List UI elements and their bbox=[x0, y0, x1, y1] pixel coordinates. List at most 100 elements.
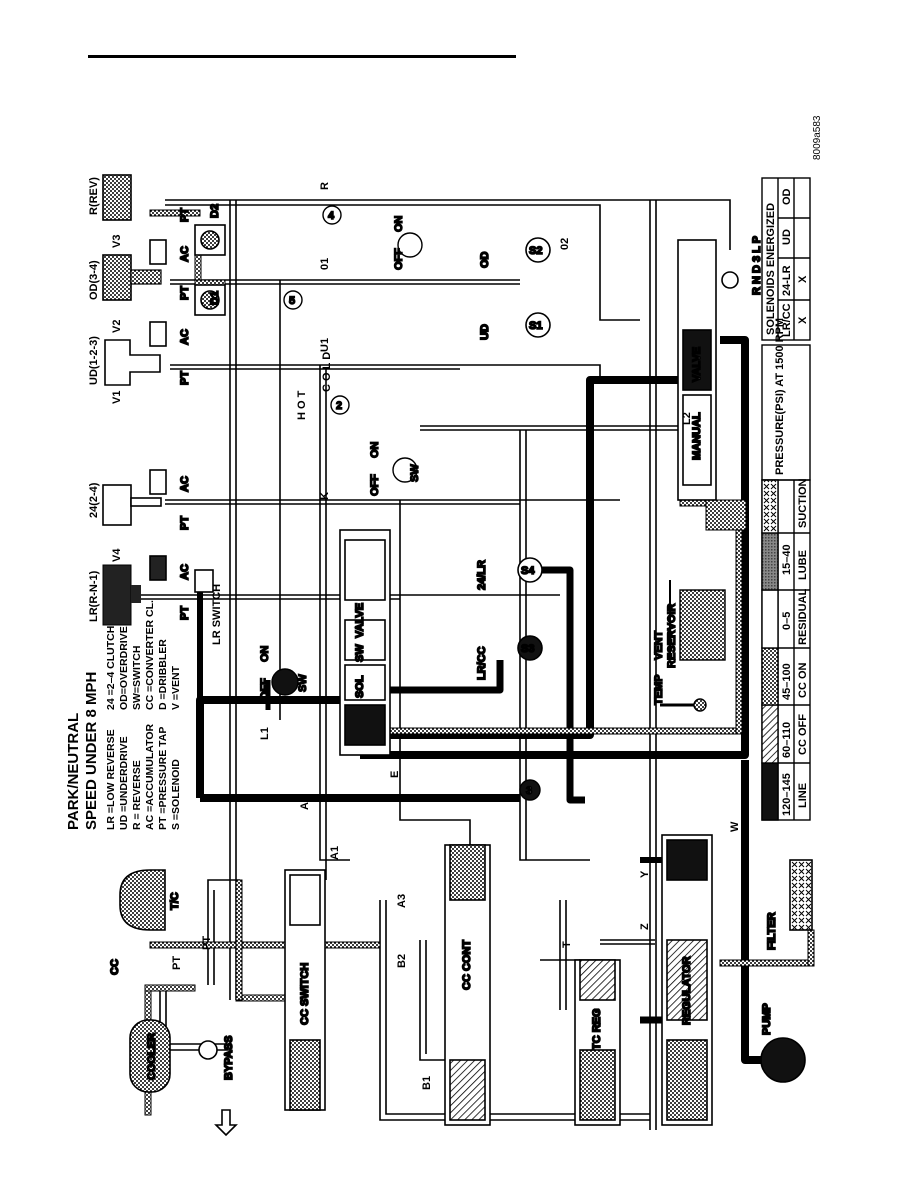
clutch-ud: UD(1-2-3) V1 V2 bbox=[88, 320, 161, 404]
ball-2: 2 bbox=[336, 400, 342, 412]
legend-left-0: LR =LOW REVERSE bbox=[105, 729, 117, 830]
v4-label: V4 bbox=[111, 548, 123, 562]
pt-rev-label: PT bbox=[179, 208, 191, 222]
ud-solenoid-label: UD bbox=[479, 324, 491, 340]
pt-od-label: PT bbox=[179, 286, 191, 300]
legend-right-4: D =DRIBBLER bbox=[157, 639, 169, 710]
vent-label: VENT bbox=[653, 630, 665, 660]
cc-switch-label: CC SWITCH bbox=[299, 963, 311, 1025]
pressure-name-line: LINE bbox=[797, 783, 809, 808]
pt-lr-label: PT bbox=[179, 606, 191, 620]
ball-4: 4 bbox=[328, 210, 335, 222]
clutch-rev: R(REV) bbox=[88, 174, 132, 221]
pressure-table bbox=[761, 344, 811, 821]
legend-left-2: R = REVERSE bbox=[131, 760, 143, 830]
solenoid-col-od: OD bbox=[781, 188, 793, 205]
pt-cc-label: PT bbox=[171, 956, 183, 970]
reservoir-label: RESERVOIR bbox=[666, 603, 678, 668]
pressure-name-lube: LUBE bbox=[797, 550, 809, 580]
solenoid-table-text: SOLENOIDS ENERGIZED LR/CC 24-LR UD OD X … bbox=[765, 188, 809, 337]
cooler-label: COOLER bbox=[146, 1033, 158, 1080]
pressure-range-lube: 15–40 bbox=[781, 544, 793, 575]
b2-label: B2 bbox=[396, 954, 408, 968]
solenoid-col-lrcc: LR/CC bbox=[781, 303, 793, 337]
pressure-range-residual: 0–5 bbox=[781, 612, 793, 630]
a1-label: A1 bbox=[329, 846, 341, 860]
solenoid-switch-valve: SOL SW VALVE bbox=[339, 529, 391, 756]
legend-right-1: OD=OVERDRIVE bbox=[118, 626, 130, 710]
off-label-od: OFF bbox=[393, 248, 405, 270]
k-label: K bbox=[319, 492, 331, 500]
regulator-valve: REGULATOR bbox=[661, 834, 713, 1126]
gear-positions: R N D 3 L P bbox=[751, 236, 763, 295]
tc-reg-label: TC REG bbox=[591, 1008, 603, 1050]
page-top-rule bbox=[88, 55, 516, 58]
filter-label: FILTER bbox=[766, 912, 778, 950]
lr-switch-label: LR SWITCH bbox=[211, 584, 223, 645]
legend-left-1: UD =UNDERDRIVE bbox=[118, 736, 130, 830]
v1-label: V1 bbox=[111, 391, 123, 404]
u1-label: U1 bbox=[319, 338, 331, 352]
y-label: Y bbox=[639, 870, 651, 878]
ball-3: 3 bbox=[526, 785, 532, 797]
cc-label: CC bbox=[109, 959, 121, 975]
lrcc-label: LR/CC bbox=[476, 646, 488, 680]
s4-label: S4 bbox=[521, 565, 535, 577]
pressure-range-line: 120–145 bbox=[781, 773, 793, 816]
dribblers: D1 D2 bbox=[194, 203, 226, 316]
a2-label: A2 bbox=[299, 796, 311, 810]
clutch-lr: LR(R-N-1) V4 bbox=[88, 548, 141, 626]
control-circuits bbox=[140, 199, 731, 1130]
subtitle: SPEED UNDER 8 MPH bbox=[83, 672, 100, 830]
sw-valve-label: SW bbox=[354, 644, 366, 662]
on-label-24: ON bbox=[369, 441, 381, 458]
pressure-name-suction: SUCTION bbox=[797, 478, 809, 528]
ac-od-label: AC bbox=[179, 246, 191, 262]
solenoid-val-24lr: X bbox=[797, 275, 809, 283]
vent-reservoir: VENT RESERVOIR TEMP bbox=[652, 580, 726, 712]
pressure-name-ccon: CC ON bbox=[797, 663, 809, 699]
legend-right-2: SW=SWITCH bbox=[131, 646, 143, 710]
valve-label: VALVE bbox=[354, 603, 366, 638]
solenoid-table bbox=[761, 177, 811, 341]
circuit-labels: L1 L2 E K R 01 02 U1 A1 A2 A3 B2 B1 W Y … bbox=[171, 182, 741, 1090]
sw-label-lr: SW bbox=[297, 674, 309, 692]
pressure-table-text: 120–145 60–110 45–100 0–5 15–40 LINE CC … bbox=[774, 318, 809, 816]
manual-label: MANUAL bbox=[691, 412, 703, 460]
e-label: E bbox=[389, 771, 401, 778]
clutch-ud-label: UD(1-2-3) bbox=[88, 336, 100, 385]
title: PARK/NEUTRAL bbox=[65, 713, 82, 830]
pt-24-label: PT bbox=[179, 516, 191, 530]
hot-label: H O T bbox=[296, 390, 308, 420]
pump-label: PUMP bbox=[761, 1003, 773, 1035]
lr-switch: LR SWITCH bbox=[194, 569, 223, 645]
pt-ud-label: PT bbox=[179, 371, 191, 385]
solenoid-col-24lr: 24-LR bbox=[781, 265, 793, 296]
od-solenoid-label: OD bbox=[479, 251, 491, 268]
clutch-24: 24(2-4) bbox=[88, 482, 162, 526]
clutch-od: OD(3-4) V3 bbox=[88, 235, 162, 301]
title-legend-block: PARK/NEUTRAL SPEED UNDER 8 MPH LR =LOW R… bbox=[65, 600, 182, 830]
24lr-label: 24/LR bbox=[476, 560, 488, 590]
clutch-lr-label: LR(R-N-1) bbox=[88, 570, 100, 622]
on-label-od: ON bbox=[393, 215, 405, 232]
tc-label: T/C bbox=[169, 892, 181, 910]
solenoids: S2 S1 S3 S4 OD UD LR/CC 24/LR bbox=[475, 237, 551, 681]
cold-label: C O L D bbox=[321, 352, 333, 392]
l2-label: L2 bbox=[681, 412, 693, 425]
r-label: R bbox=[319, 182, 331, 190]
clutch-od-label: OD(3-4) bbox=[88, 260, 100, 300]
v3-label: V3 bbox=[111, 235, 123, 248]
on-label-lr: ON bbox=[259, 645, 271, 662]
pump: PUMP FILTER bbox=[760, 859, 813, 1083]
solenoid-col-ud: UD bbox=[781, 229, 793, 245]
cc-switch-valve: CC SWITCH bbox=[284, 869, 326, 1111]
s3-label: S3 bbox=[521, 643, 534, 655]
sw-label-24: SW bbox=[409, 464, 421, 482]
d1-label: D1 bbox=[209, 291, 221, 305]
d2-label: D2 bbox=[209, 204, 221, 218]
legend-right-0: 24 =2–4 CLUTCH bbox=[105, 626, 117, 710]
s1-label: S1 bbox=[529, 320, 542, 332]
o1-label: 01 bbox=[319, 258, 331, 270]
legend-left-5: S =SOLENOID bbox=[170, 759, 182, 830]
